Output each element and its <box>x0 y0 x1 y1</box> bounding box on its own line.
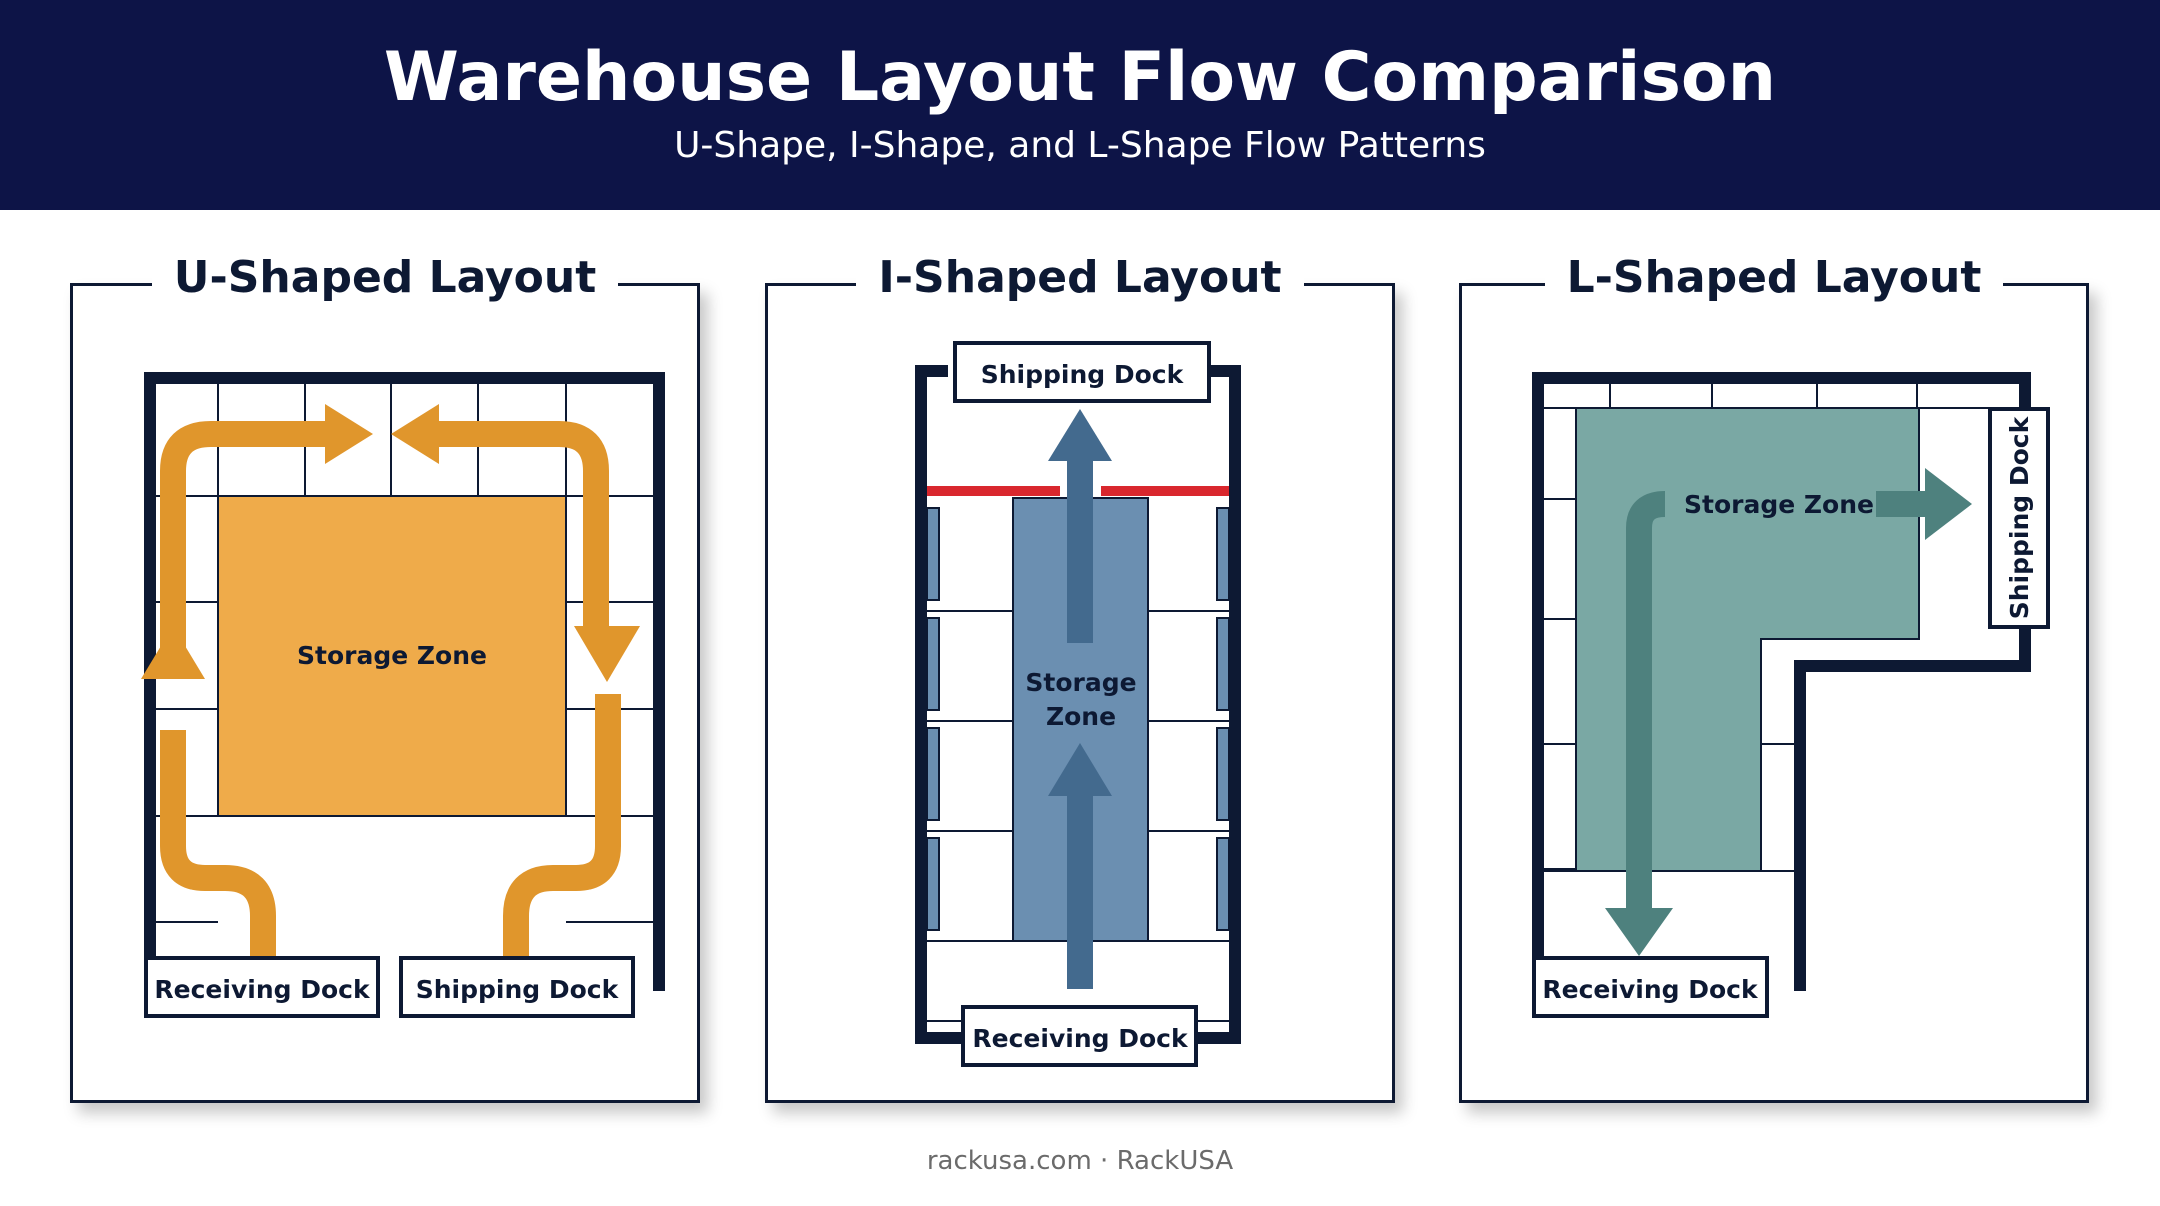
i-shaped-panel: I-Shaped Layout <box>765 248 1395 1103</box>
l-shipping-label: Shipping Dock <box>2005 415 2034 619</box>
i-receiving-dock <box>961 1005 1198 1067</box>
u-shipping-label: Shipping Dock <box>416 975 620 1004</box>
header-banner: Warehouse Layout Flow Comparison U-Shape… <box>0 0 2160 210</box>
u-shaped-diagram: Storage Zone Receiving Dock Shipping Doc… <box>141 372 665 1018</box>
i-flow-arrows <box>1048 409 1112 989</box>
l-storage-zone <box>1575 407 1920 872</box>
i-storage-label-line1: Storage <box>1025 668 1136 697</box>
l-flow-arrows <box>1605 468 1972 956</box>
u-flow-arrowheads <box>141 404 640 682</box>
page-subtitle: U-Shape, I-Shape, and L-Shape Flow Patte… <box>674 125 1486 166</box>
u-receiving-dock <box>144 956 380 1018</box>
i-side-racks <box>926 507 1230 931</box>
l-storage-label: Storage Zone <box>1684 490 1874 519</box>
page-title: Warehouse Layout Flow Comparison <box>383 38 1777 117</box>
i-building-wall-left <box>915 365 991 1044</box>
i-shaped-diagram: Storage Zone Shipping Dock Receiving Doc… <box>915 341 1241 1067</box>
u-receiving-label: Receiving Dock <box>154 975 371 1004</box>
i-shipping-dock <box>953 341 1211 403</box>
u-storage-label: Storage Zone <box>297 641 487 670</box>
i-storage-label-line2: Zone <box>1046 702 1116 731</box>
l-receiving-label: Receiving Dock <box>1542 975 1759 1004</box>
u-shipping-dock <box>399 956 635 1018</box>
i-shipping-label: Shipping Dock <box>981 360 1185 389</box>
l-shaped-diagram: Storage Zone Shipping Dock Receiving Doc… <box>1532 372 2050 1018</box>
l-receiving-dock <box>1532 956 1769 1018</box>
l-shipping-dock <box>1988 407 2050 629</box>
u-flow-path <box>160 421 621 958</box>
u-building-wall <box>144 372 665 991</box>
i-building-wall-right <box>1168 365 1241 1044</box>
u-storage-zone <box>217 495 567 817</box>
i-receiving-label: Receiving Dock <box>972 1024 1189 1053</box>
l-shaped-panel: L-Shaped Layout Stora <box>1459 248 2089 1103</box>
footer-credit: rackusa.com · RackUSA <box>926 1146 1234 1176</box>
u-shaped-panel: U-Shaped Layout Storage Zone <box>70 248 700 1103</box>
